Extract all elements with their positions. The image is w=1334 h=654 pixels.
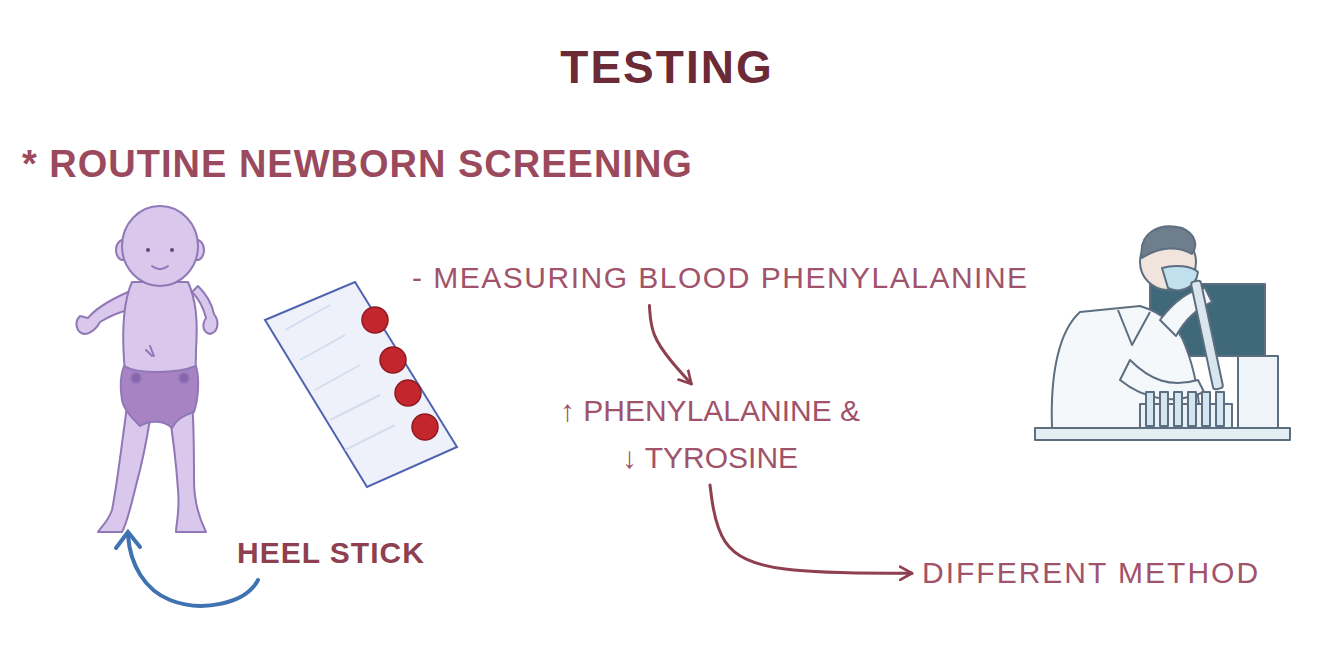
pipette bbox=[1191, 280, 1224, 390]
hair bbox=[1142, 226, 1196, 258]
blood-spot bbox=[380, 347, 406, 373]
text-step: - MEASURING BLOOD PHENYLALANINE bbox=[412, 255, 1029, 302]
callout-label: HEEL STICK bbox=[237, 536, 425, 570]
heel-arrow bbox=[116, 532, 258, 606]
title: TESTING bbox=[0, 40, 1334, 94]
lab-bench bbox=[1035, 428, 1290, 440]
baby bbox=[77, 206, 218, 532]
test-tubes bbox=[1146, 392, 1224, 426]
diaper-tab bbox=[131, 373, 141, 383]
test-tube bbox=[1188, 392, 1196, 426]
flow-arrow bbox=[649, 306, 691, 385]
baby-eye bbox=[146, 248, 150, 252]
blood-spot bbox=[395, 380, 421, 406]
step-text: DIFFERENT METHOD bbox=[922, 550, 1260, 597]
text-step: ↑ PHENYLALANINE & ↓ TYROSINE bbox=[555, 388, 865, 481]
test-tube bbox=[1160, 392, 1168, 426]
blood-spot-card bbox=[265, 282, 457, 487]
test-tube bbox=[1202, 392, 1210, 426]
coat-collar bbox=[1118, 310, 1150, 345]
diaper bbox=[121, 366, 198, 428]
section-heading: * ROUTINE NEWBORN SCREENING bbox=[22, 143, 693, 186]
blood-spot bbox=[362, 307, 388, 333]
step-text: - MEASURING BLOOD PHENYLALANINE bbox=[412, 255, 1029, 302]
baby-navel bbox=[146, 346, 154, 356]
test-tube bbox=[1146, 392, 1154, 426]
monitor-stand bbox=[1238, 356, 1278, 428]
baby-mouth bbox=[152, 266, 168, 269]
step-text: ↑ PHENYLALANINE & ↓ TYROSINE bbox=[555, 388, 865, 481]
text-step: DIFFERENT METHOD bbox=[922, 550, 1260, 597]
arrow-head bbox=[116, 532, 140, 548]
lab-technician bbox=[1035, 226, 1290, 440]
test-tube bbox=[1216, 392, 1224, 426]
baby-eye bbox=[170, 248, 174, 252]
filter-card bbox=[265, 282, 457, 487]
blood-spot bbox=[412, 414, 438, 440]
baby-head bbox=[122, 206, 198, 286]
card-shading bbox=[285, 305, 395, 450]
diaper-tab bbox=[179, 373, 189, 383]
baby-arm bbox=[77, 292, 128, 334]
flow-arrow bbox=[710, 485, 912, 573]
test-tube bbox=[1174, 392, 1182, 426]
